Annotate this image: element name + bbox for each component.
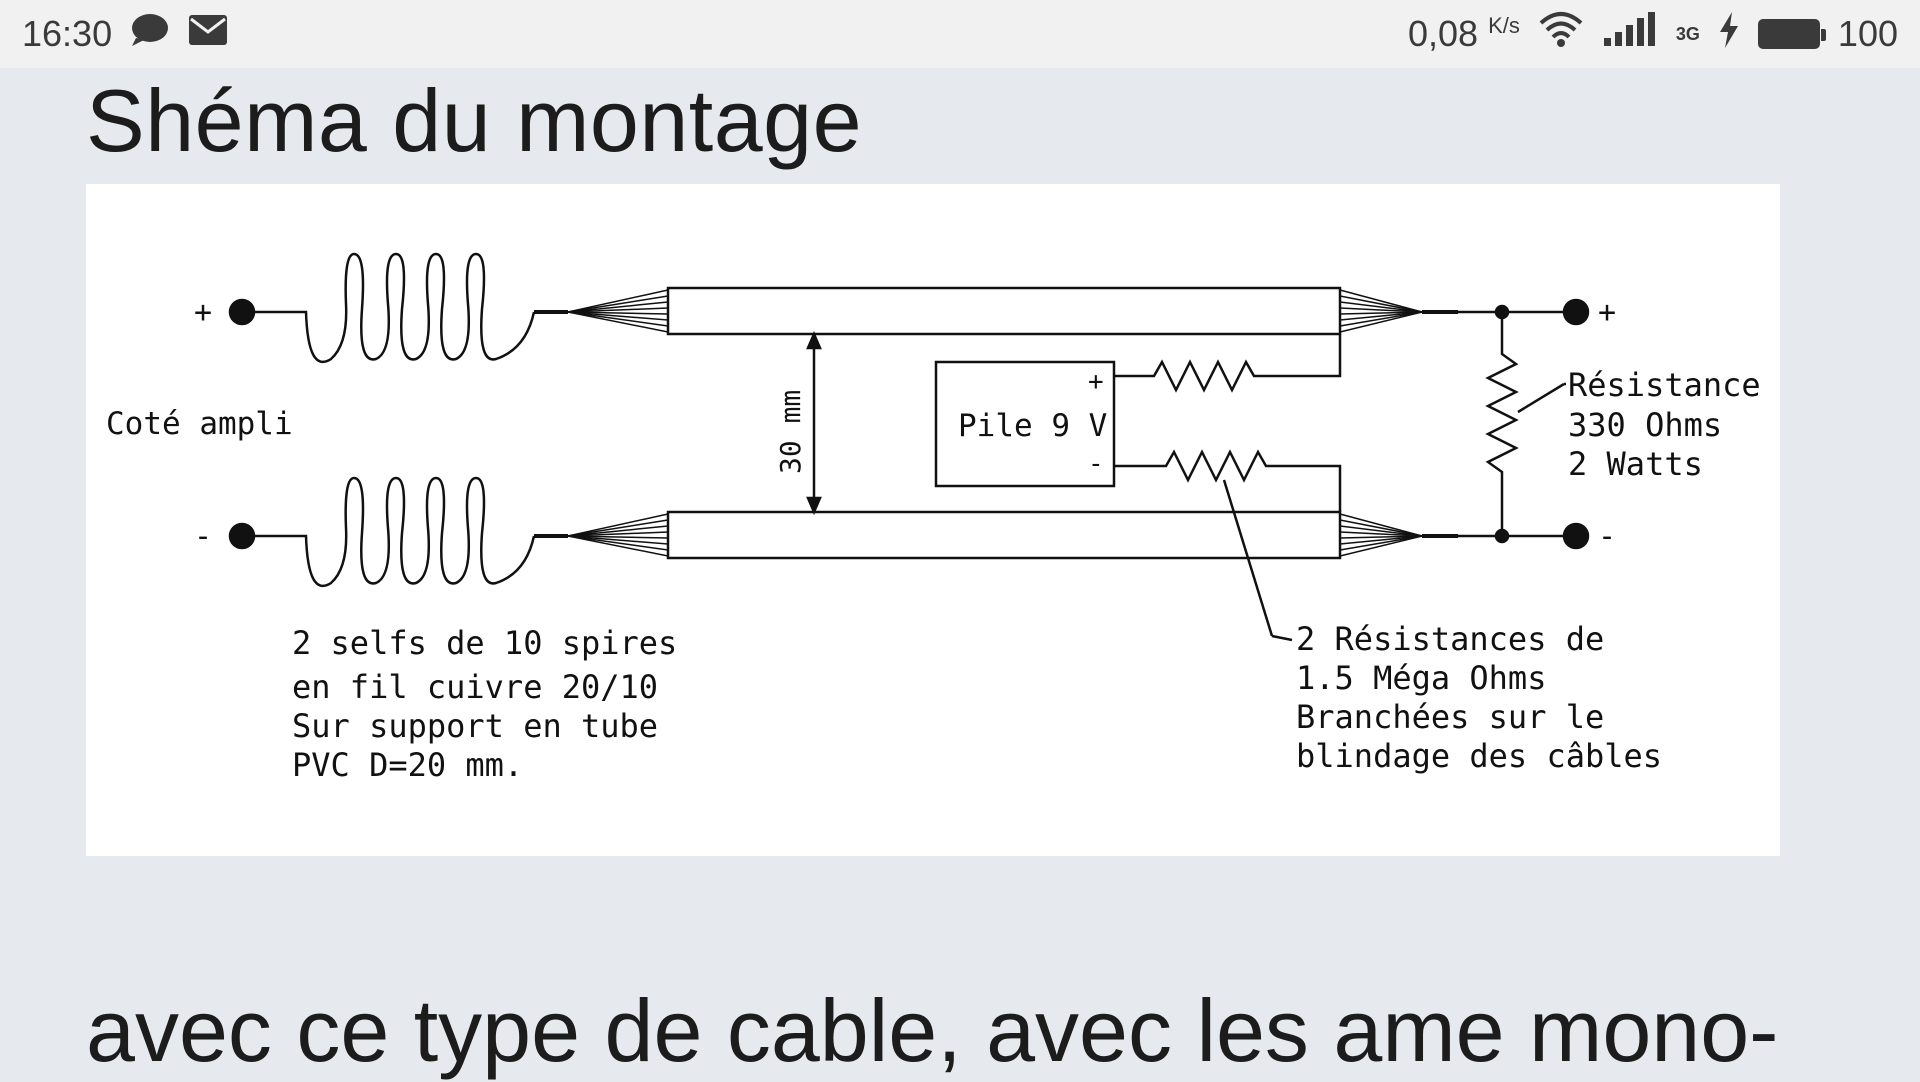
battery-box (934, 360, 1116, 488)
bias-resistors-note: 2 Résistances de 1.5 Méga Ohms Branchées… (1296, 620, 1662, 775)
coils-note-line: Sur support en tube (292, 707, 658, 745)
bias-resistors-leader (1222, 479, 1274, 637)
battery-icon (1757, 19, 1826, 49)
coil-bottom (298, 476, 536, 588)
load-resistor-leader (1517, 382, 1565, 414)
cable-bottom (666, 510, 1342, 560)
label-right-plus: + (1598, 295, 1616, 330)
bias-resistor-bottom (1114, 449, 1342, 512)
page-title: Shéma du montage (86, 71, 863, 170)
battery-plus-label: + (1088, 367, 1104, 397)
braid-left-bottom (534, 513, 669, 557)
battery-minus-label: - (1088, 449, 1104, 479)
bias-resistors-note-line: 1.5 Méga Ohms (1296, 659, 1546, 697)
network-speed: 0,08 K/s (1408, 13, 1520, 55)
label-left-minus: - (194, 519, 212, 554)
cable-top (666, 286, 1342, 336)
dimension-arrow-bottom (806, 496, 822, 516)
coil-top (298, 252, 536, 364)
status-time: 16:30 (22, 13, 113, 54)
battery-label: Pile 9 V (958, 408, 1107, 444)
battery-fill (1761, 23, 1816, 45)
terminal-left-plus (228, 298, 256, 326)
wiring-diagram-svg: + - + - Coté ampli 30 mm Pile 9 V + - 2 … (106, 252, 1761, 784)
bias-resistor-top (1114, 334, 1342, 393)
bias-resistors-note-line: 2 Résistances de (1296, 620, 1604, 658)
network-speed-value: 0,08 (1408, 13, 1479, 54)
network-type: 3G (1675, 23, 1700, 44)
article-paragraph: avec ce type de cable, avec les ame mono… (86, 981, 1779, 1080)
battery-level: 100 (1837, 13, 1898, 54)
braid-left-top (534, 289, 669, 333)
load-resistor-note-line: 2 Watts (1568, 445, 1703, 483)
load-resistor-note: Résistance 330 Ohms 2 Watts (1568, 366, 1761, 483)
label-left-plus: + (194, 295, 212, 330)
bias-resistors-leader-end (1271, 634, 1293, 642)
status-bar: 16:30 0,08 K/s (0, 0, 1920, 68)
dimension-arrow-top (806, 330, 822, 350)
coils-note: 2 selfs de 10 spires en fil cuivre 20/10… (292, 624, 677, 784)
load-resistor (1485, 312, 1519, 536)
wiring-diagram: + - + - Coté ampli 30 mm Pile 9 V + - 2 … (86, 184, 1780, 856)
charging-bolt-icon (1718, 11, 1740, 57)
braid-right-bottom (1339, 513, 1458, 557)
coils-note-line: PVC D=20 mm. (292, 746, 523, 784)
terminal-right-plus (1562, 298, 1590, 326)
bias-resistors-note-line: Branchées sur le (1296, 698, 1604, 736)
side-label: Coté ampli (106, 406, 293, 442)
terminal-right-minus (1562, 522, 1590, 550)
load-resistor-note-line: Résistance (1568, 366, 1761, 404)
load-resistor-note-line: 330 Ohms (1568, 406, 1722, 444)
wifi-icon (1538, 11, 1584, 58)
label-right-minus: - (1598, 519, 1616, 554)
terminal-left-minus (228, 522, 256, 550)
chat-bubble-icon (130, 12, 170, 57)
bias-resistors-note-line: blindage des câbles (1296, 737, 1662, 775)
status-bar-left: 16:30 (22, 12, 228, 57)
signal-icon (1602, 11, 1658, 57)
braid-right-top (1339, 289, 1458, 333)
network-speed-unit: K/s (1488, 13, 1520, 38)
status-bar-right: 0,08 K/s 3G 100 (1408, 11, 1898, 58)
coils-note-line: 2 selfs de 10 spires (292, 624, 677, 662)
coils-note-line: en fil cuivre 20/10 (292, 668, 658, 706)
dimension-label: 30 mm (774, 390, 807, 474)
mail-icon (188, 13, 228, 55)
